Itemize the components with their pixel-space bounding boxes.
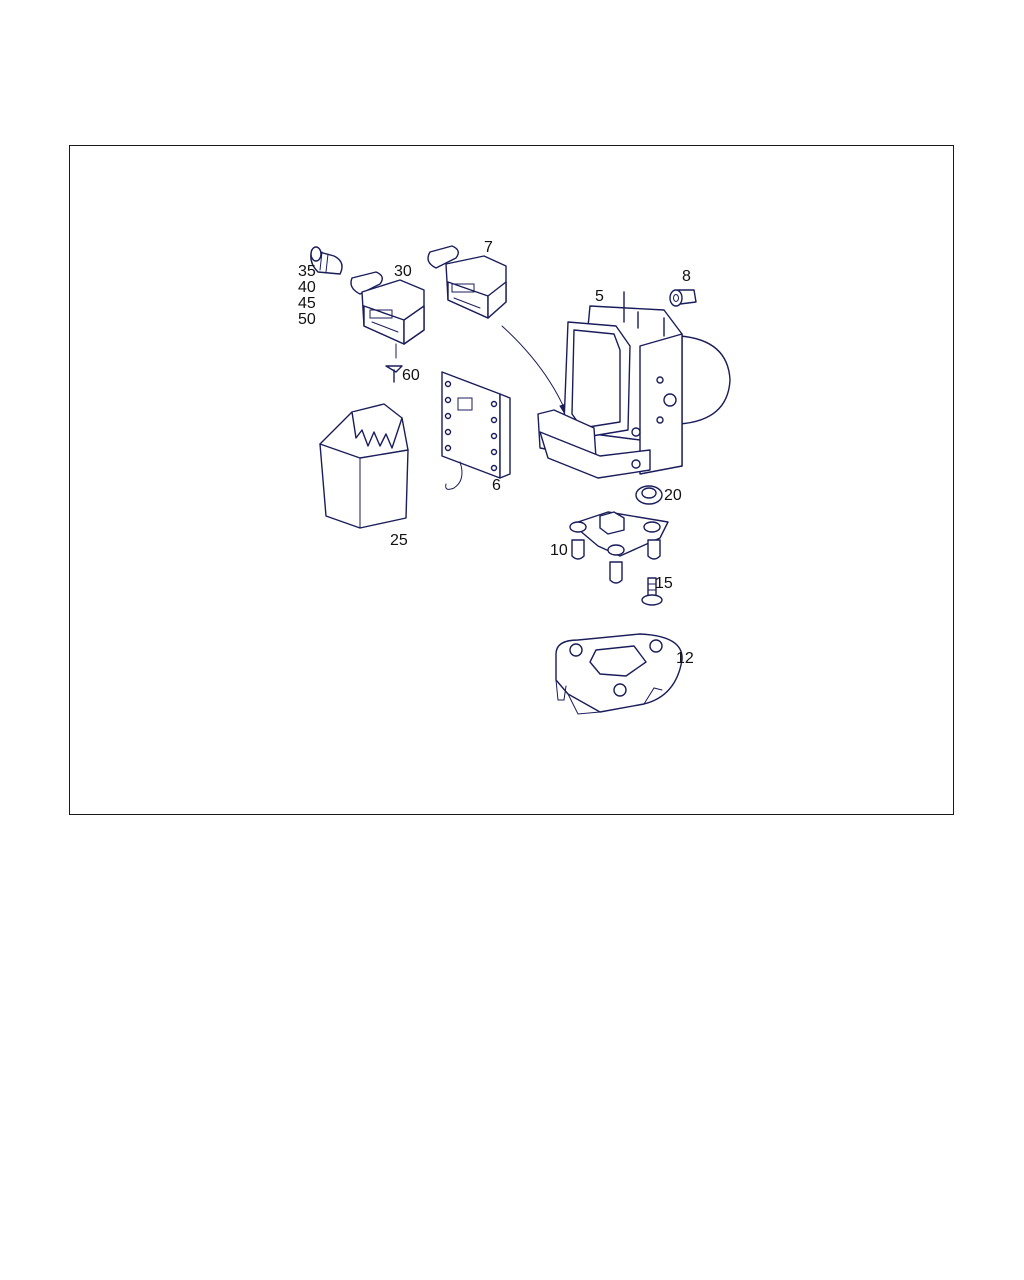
part-cover-25 bbox=[319, 403, 409, 529]
callout-35: 35 bbox=[298, 263, 316, 280]
part-plate-12 bbox=[555, 633, 683, 715]
part-plug-35 bbox=[310, 246, 343, 275]
callout-45: 45 bbox=[298, 295, 316, 312]
callout-30: 30 bbox=[394, 263, 412, 280]
part-bracket-10 bbox=[569, 511, 669, 584]
diagram-frame bbox=[69, 145, 954, 815]
callout-12: 12 bbox=[676, 650, 694, 667]
part-bolt-15 bbox=[641, 577, 663, 606]
part-connector-7 bbox=[427, 245, 507, 319]
callout-5: 5 bbox=[595, 288, 604, 305]
callout-40: 40 bbox=[298, 279, 316, 296]
callout-10: 10 bbox=[550, 542, 568, 559]
part-connector-30 bbox=[350, 271, 425, 359]
callout-8: 8 bbox=[682, 268, 691, 285]
part-module-6 bbox=[441, 371, 511, 490]
callout-6: 6 bbox=[492, 477, 501, 494]
assembly-arrow bbox=[501, 325, 573, 424]
callout-60: 60 bbox=[402, 367, 420, 384]
callout-20: 20 bbox=[664, 487, 682, 504]
part-nut-8 bbox=[669, 289, 697, 307]
part-pin-60 bbox=[385, 365, 403, 383]
part-hydraulic-unit-5 bbox=[537, 291, 731, 479]
callout-15: 15 bbox=[655, 575, 673, 592]
part-mount-20 bbox=[635, 485, 663, 505]
callout-7: 7 bbox=[484, 239, 493, 256]
callout-50: 50 bbox=[298, 311, 316, 328]
callout-25: 25 bbox=[390, 532, 408, 549]
